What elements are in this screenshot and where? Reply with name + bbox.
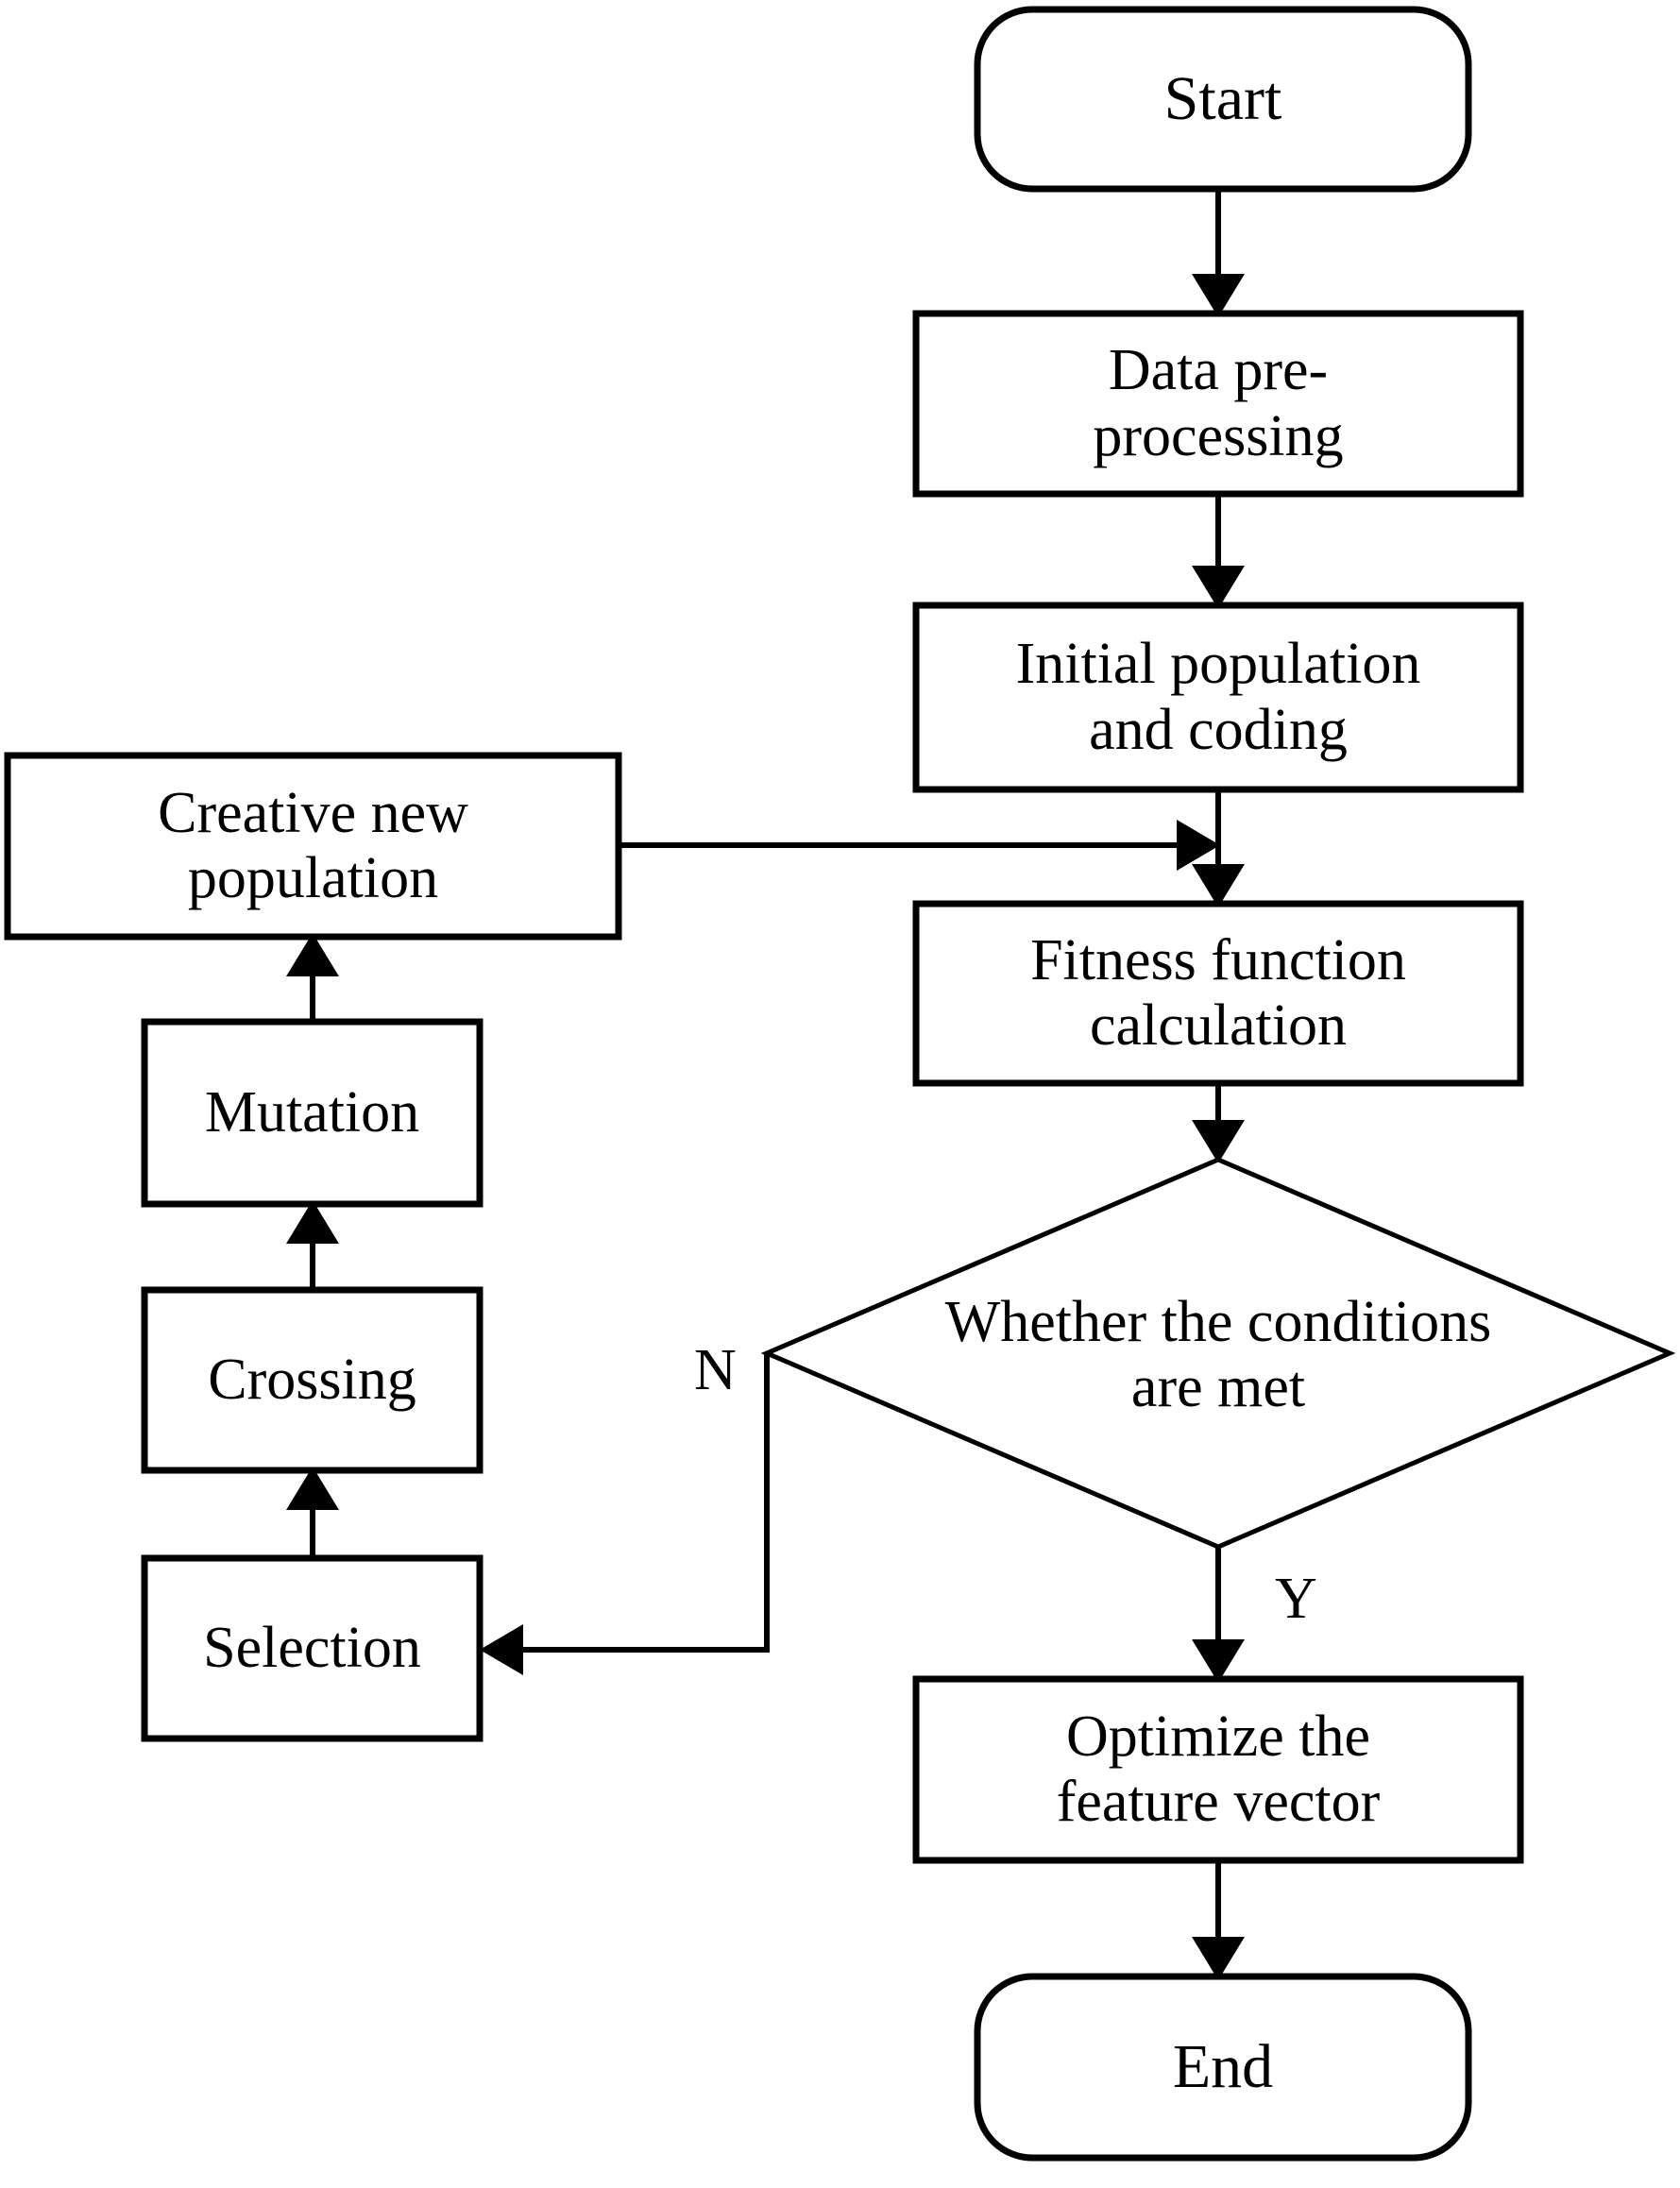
edge-label-branch-no: N bbox=[694, 1338, 737, 1402]
node-whether-the-conditions-are-met-shape[interactable] bbox=[760, 1157, 1676, 1550]
node-initial-population-and-coding-shape[interactable] bbox=[912, 602, 1524, 793]
node-end-shape[interactable] bbox=[974, 1973, 1472, 2162]
node-start-shape[interactable] bbox=[974, 6, 1472, 193]
node-selection-shape[interactable] bbox=[141, 1554, 484, 1742]
edge-mutation-to-creative-new-population bbox=[286, 933, 339, 1022]
edge-creative-new-population-to-main-column bbox=[619, 820, 1220, 871]
edge-label-branch-yes: Y bbox=[1275, 1567, 1317, 1631]
edge-data-pre-processing-to-initial-population bbox=[1192, 494, 1245, 609]
edge-crossing-to-mutation bbox=[286, 1200, 339, 1290]
edge-selection-to-crossing bbox=[286, 1467, 339, 1558]
node-optimize-the-feature-vector-shape[interactable] bbox=[912, 1675, 1524, 1864]
edge-decision-yes-to-optimize bbox=[1192, 1547, 1245, 1683]
node-creative-new-population-shape[interactable] bbox=[4, 752, 622, 941]
edge-fitness-function-to-decision bbox=[1192, 1083, 1245, 1163]
edge-optimize-to-end bbox=[1192, 1860, 1245, 1980]
node-fitness-function-calculation-shape[interactable] bbox=[912, 900, 1524, 1087]
node-data-pre-processing-shape[interactable] bbox=[912, 310, 1524, 498]
node-crossing-shape[interactable] bbox=[141, 1286, 484, 1474]
edge-initial-population-to-fitness-function bbox=[1192, 789, 1245, 907]
edge-decision-no-to-selection bbox=[480, 1353, 770, 1675]
edge-start-to-data-pre-processing bbox=[1192, 189, 1245, 317]
node-mutation-shape[interactable] bbox=[141, 1018, 484, 1208]
